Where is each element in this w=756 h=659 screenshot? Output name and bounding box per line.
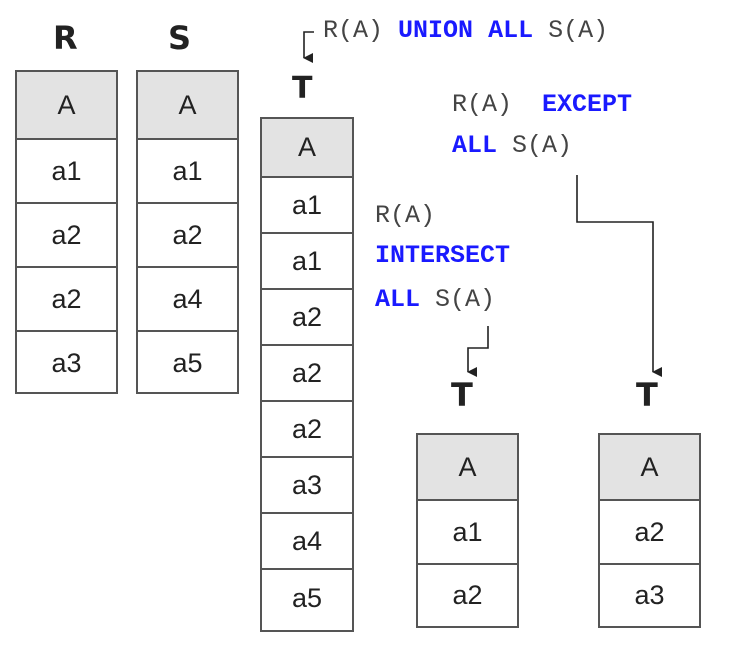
except-left-operand: R(A) <box>452 90 513 119</box>
intersect-result-row: a1 <box>418 501 517 565</box>
union-right-operand: S(A) <box>548 16 609 45</box>
except-all-query-line2: ALL S(A) <box>452 133 572 158</box>
intersect-left-operand: R(A) <box>375 201 436 230</box>
union-result-header: A <box>262 119 352 178</box>
intersect-result-table: A a1 a2 <box>416 433 519 628</box>
intersect-all-query-line1: R(A) <box>375 203 435 228</box>
except-keyword: EXCEPT <box>542 90 633 119</box>
union-result-title: T <box>292 71 313 106</box>
except-arrow <box>576 175 662 377</box>
union-result-row: a5 <box>291 582 323 613</box>
union-result-table: A a1 a1 a2 a2 a2 a3 a4 a5 <box>260 117 354 632</box>
table-r: A a1 a2 a2 a3 <box>15 70 118 394</box>
except-result-header: A <box>600 435 699 501</box>
except-result-table: A a2 a3 <box>598 433 701 628</box>
intersect-result-title: T <box>451 376 473 414</box>
table-s-row: a5 <box>172 347 203 378</box>
except-result-row: a2 <box>600 501 699 565</box>
intersect-right-operand: S(A) <box>435 285 496 314</box>
union-result-row: a2 <box>262 402 352 458</box>
union-all-query: R(A) UNION ALL S(A) <box>323 18 608 43</box>
intersect-result-row: a2 <box>452 580 483 610</box>
except-result-row: a3 <box>634 580 665 610</box>
intersect-all-keyword: ALL <box>375 285 421 314</box>
table-r-row: a3 <box>51 347 82 378</box>
union-left-operand: R(A) <box>323 16 384 45</box>
table-s-row: a1 <box>138 140 237 204</box>
union-result-row: a1 <box>262 234 352 290</box>
except-all-query-line1: R(A) EXCEPT <box>452 92 632 117</box>
union-arrow <box>303 31 314 63</box>
intersect-all-query-line3: ALL S(A) <box>375 287 495 312</box>
union-result-row: a2 <box>262 290 352 346</box>
except-all-keyword: ALL <box>452 131 498 160</box>
table-r-title: R <box>53 19 78 57</box>
union-result-row: a2 <box>262 346 352 402</box>
intersect-arrow <box>467 326 489 377</box>
table-r-row: a2 <box>17 204 116 268</box>
union-result-row: a3 <box>262 458 352 514</box>
table-s: A a1 a2 a4 a5 <box>136 70 239 394</box>
except-result-title: T <box>636 376 658 414</box>
union-all-keyword: ALL <box>488 16 534 45</box>
table-s-row: a2 <box>138 204 237 268</box>
table-r-row: a2 <box>17 268 116 332</box>
union-result-row: a4 <box>262 514 352 570</box>
intersect-keyword: INTERSECT <box>375 241 511 270</box>
table-s-row: a4 <box>138 268 237 332</box>
except-right-operand: S(A) <box>512 131 573 160</box>
table-r-header: A <box>17 72 116 140</box>
table-s-header: A <box>138 72 237 140</box>
table-s-title: S <box>168 19 192 57</box>
table-r-row: a1 <box>17 140 116 204</box>
union-keyword: UNION <box>398 16 474 45</box>
intersect-result-header: A <box>418 435 517 501</box>
union-result-row: a1 <box>262 178 352 234</box>
intersect-all-query-line2: INTERSECT <box>375 243 510 268</box>
